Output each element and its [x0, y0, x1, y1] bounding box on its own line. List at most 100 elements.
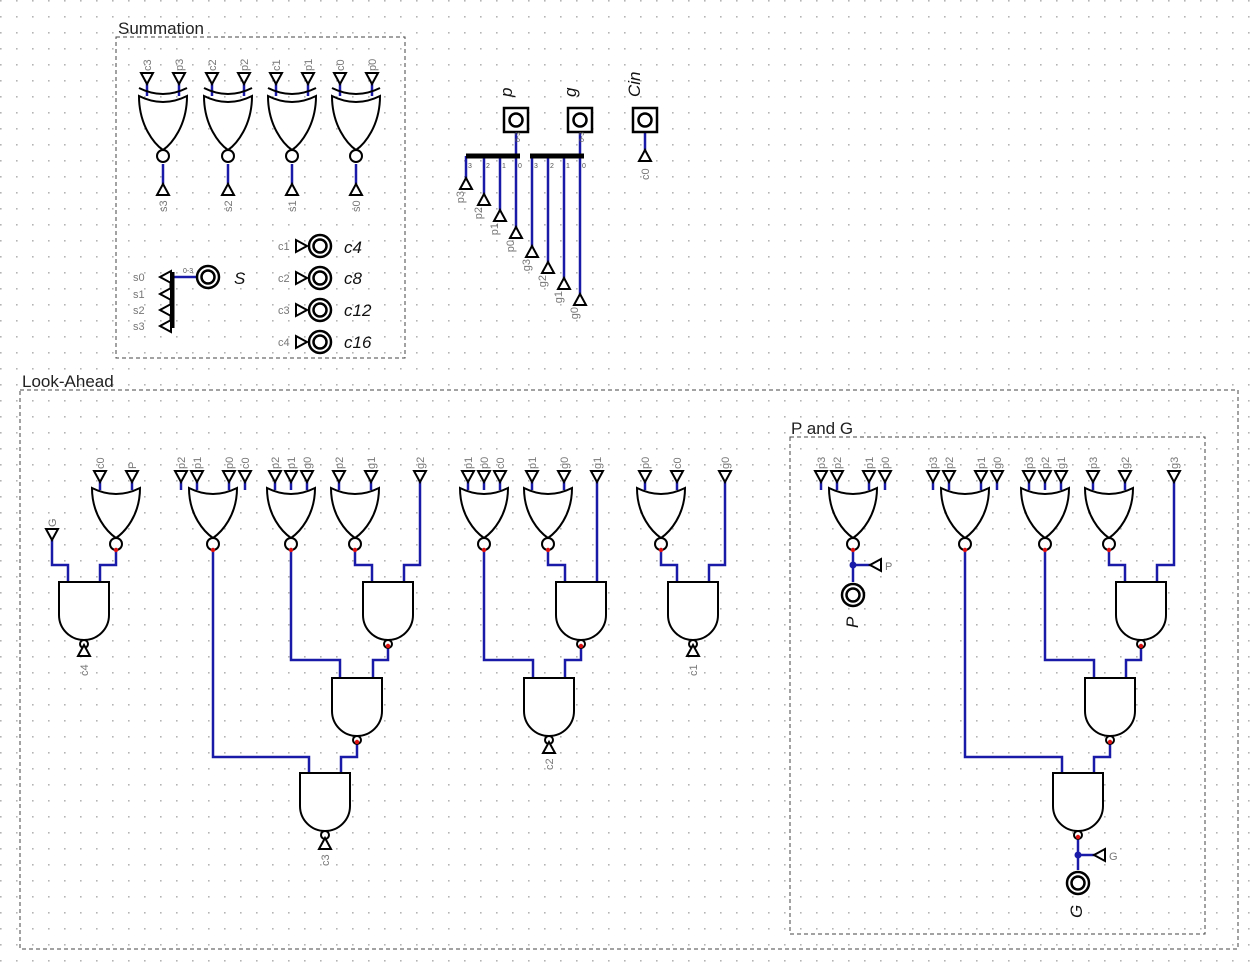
tunnel-c3[interactable]: [317, 835, 333, 850]
tunnel-P[interactable]: [124, 470, 140, 485]
tunnel-p2[interactable]: [331, 470, 347, 485]
tunnel-c1[interactable]: [685, 642, 701, 657]
tunnel-c0[interactable]: [669, 470, 685, 485]
tunnel-p1[interactable]: [300, 72, 316, 87]
tunnel-s3[interactable]: [157, 318, 172, 334]
tunnel-g0[interactable]: [989, 470, 1005, 485]
tunnel-c1[interactable]: [268, 72, 284, 87]
tunnel-g3[interactable]: [524, 243, 540, 258]
tunnel-g2[interactable]: [1117, 470, 1133, 485]
tunnel-g1[interactable]: [556, 275, 572, 290]
pg-nand-1[interactable]: [1115, 581, 1167, 641]
tunnel-p0[interactable]: [476, 470, 492, 485]
tunnel-c0[interactable]: [237, 470, 253, 485]
tunnel-p3[interactable]: [813, 470, 829, 485]
tunnel-p3[interactable]: [925, 470, 941, 485]
la-c2-nor-2[interactable]: [522, 486, 574, 540]
pg-nor-1[interactable]: [939, 486, 991, 540]
tunnel-p1[interactable]: [460, 470, 476, 485]
tunnel-p0[interactable]: [637, 470, 653, 485]
pg-nor-2[interactable]: [1019, 486, 1071, 540]
tunnel-c0[interactable]: [332, 72, 348, 87]
tunnel-p2[interactable]: [1037, 470, 1053, 485]
tunnel-s2[interactable]: [157, 302, 172, 318]
tunnel-c0[interactable]: [92, 470, 108, 485]
pg-nor-3[interactable]: [1083, 486, 1135, 540]
tunnel-g1[interactable]: [1053, 470, 1069, 485]
xnor-gate-0[interactable]: [137, 94, 189, 152]
tunnel-p2[interactable]: [476, 191, 492, 206]
xnor-gate-1[interactable]: [202, 94, 254, 152]
tunnel-g1[interactable]: [589, 470, 605, 485]
tunnel-g0[interactable]: [572, 291, 588, 306]
pg-P-nor[interactable]: [827, 486, 879, 540]
tunnel-p0[interactable]: [877, 470, 893, 485]
tunnel-c0[interactable]: [637, 147, 653, 162]
tunnel-c2[interactable]: [541, 739, 557, 754]
tunnel-s2[interactable]: [220, 181, 236, 196]
tunnel-p3[interactable]: [1085, 470, 1101, 485]
tunnel-p2[interactable]: [829, 470, 845, 485]
tunnel-g3[interactable]: [1166, 470, 1182, 485]
xnor-gate-3[interactable]: [330, 94, 382, 152]
look-ahead-frame[interactable]: [19, 389, 1239, 950]
tunnel-p1[interactable]: [861, 470, 877, 485]
tunnel-g0[interactable]: [556, 470, 572, 485]
tunnel-p3[interactable]: [1021, 470, 1037, 485]
summation-frame[interactable]: [115, 36, 406, 359]
tunnel-g0[interactable]: [299, 470, 315, 485]
la-c3-nand-1[interactable]: [362, 581, 414, 641]
tunnel-p0[interactable]: [364, 72, 380, 87]
tunnel-p1[interactable]: [492, 207, 508, 222]
la-c3-nor-3[interactable]: [329, 486, 381, 540]
la-c3-nor-1[interactable]: [187, 486, 239, 540]
la-c2-nand-1[interactable]: [555, 581, 607, 641]
la-c3-nand-3[interactable]: [299, 772, 351, 832]
tunnel-p1[interactable]: [189, 470, 205, 485]
la-c2-nor-1[interactable]: [458, 486, 510, 540]
tunnel-c0[interactable]: [492, 470, 508, 485]
tunnel-p2[interactable]: [941, 470, 957, 485]
la-c1-nand[interactable]: [667, 581, 719, 641]
xnor-gate-2[interactable]: [266, 94, 318, 152]
tunnel-s0[interactable]: [348, 181, 364, 196]
pg-nand-2[interactable]: [1084, 677, 1136, 737]
tunnel-p1[interactable]: [283, 470, 299, 485]
tunnel-P[interactable]: [867, 557, 882, 573]
p-input-pin[interactable]: [502, 106, 530, 134]
la-c4-nor[interactable]: [90, 486, 142, 540]
tunnel-G[interactable]: [44, 528, 60, 543]
tunnel-G[interactable]: [1091, 847, 1106, 863]
tunnel-c4[interactable]: [76, 642, 92, 657]
tunnel-c3[interactable]: [139, 72, 155, 87]
pg-nand-3[interactable]: [1052, 772, 1104, 832]
la-c2-nand-2[interactable]: [523, 677, 575, 737]
tunnel-p1[interactable]: [973, 470, 989, 485]
tunnel-s1[interactable]: [284, 181, 300, 196]
tunnel-c2[interactable]: [204, 72, 220, 87]
tunnel-p0[interactable]: [508, 224, 524, 239]
p-and-g-frame[interactable]: [789, 436, 1206, 935]
la-c1-nor[interactable]: [635, 486, 687, 540]
tunnel-p2[interactable]: [267, 470, 283, 485]
tunnel-g0[interactable]: [717, 470, 733, 485]
la-c3-nor-2[interactable]: [265, 486, 317, 540]
tunnel-p1[interactable]: [524, 470, 540, 485]
tunnel-c1[interactable]: [295, 238, 310, 254]
tunnel-c4[interactable]: [295, 334, 310, 350]
tunnel-g2[interactable]: [540, 259, 556, 274]
la-c4-nand[interactable]: [58, 581, 110, 641]
tunnel-p2[interactable]: [236, 72, 252, 87]
tunnel-p0[interactable]: [221, 470, 237, 485]
tunnel-g1[interactable]: [363, 470, 379, 485]
tunnel-p3[interactable]: [458, 175, 474, 190]
tunnel-p3[interactable]: [171, 72, 187, 87]
tunnel-c3[interactable]: [295, 302, 310, 318]
tunnel-p2[interactable]: [173, 470, 189, 485]
tunnel-s0[interactable]: [157, 269, 172, 285]
tunnel-s1[interactable]: [157, 286, 172, 302]
tunnel-s3[interactable]: [155, 181, 171, 196]
tunnel-c2[interactable]: [295, 270, 310, 286]
la-c3-nand-2[interactable]: [331, 677, 383, 737]
